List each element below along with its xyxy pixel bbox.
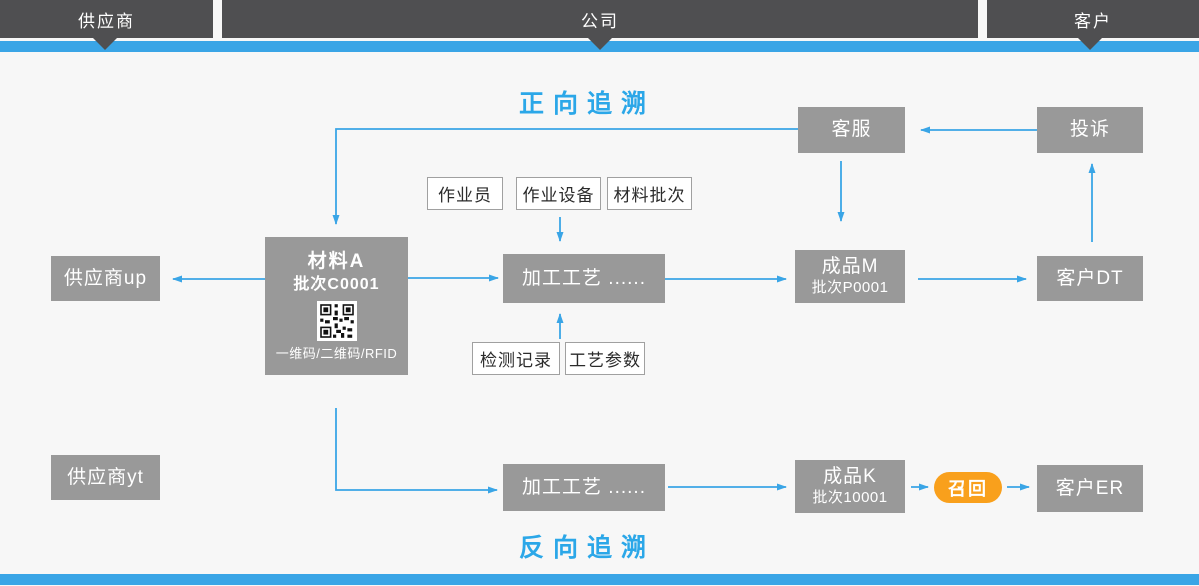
lane-header-company: 公司 <box>222 0 978 38</box>
forward-trace-title: 正向追溯 <box>519 90 656 118</box>
process-top-label: 加工工艺 ...... <box>522 267 646 289</box>
material-a-node: 材料A 批次C0001 一维码/二维码/RFID <box>265 237 408 375</box>
tag-process-params: 工艺参数 <box>565 342 645 375</box>
lane-header-customer-label: 客户 <box>1074 11 1112 31</box>
product-k-title: 成品K <box>823 466 877 488</box>
lane-header-supplier-label: 供应商 <box>78 11 135 31</box>
material-a-title: 材料A <box>307 250 366 272</box>
backward-trace-title: 反向追溯 <box>519 534 656 562</box>
customer-service-node: 客服 <box>798 107 905 153</box>
lane-header-company-label: 公司 <box>581 11 619 31</box>
customer-dt-node: 客户DT <box>1037 256 1143 301</box>
process-top-node: 加工工艺 ...... <box>503 254 665 303</box>
customer-pointer-triangle <box>1078 38 1102 50</box>
customer-er-label: 客户ER <box>1055 477 1125 499</box>
lane-header-customer: 客户 <box>987 0 1199 38</box>
tag-operator: 作业员 <box>427 177 503 210</box>
bottom-accent-bar <box>0 574 1199 585</box>
supplier-yt-node: 供应商yt <box>51 455 160 500</box>
product-m-batch: 批次P0001 <box>811 279 889 296</box>
product-m-title: 成品M <box>821 256 879 278</box>
tag-inspection: 检测记录 <box>472 342 560 375</box>
supplier-yt-label: 供应商yt <box>67 466 144 488</box>
tag-equipment: 作业设备 <box>516 177 601 210</box>
company-pointer-triangle <box>588 38 612 50</box>
recall-badge: 召回 <box>934 472 1002 503</box>
tag-material-batch-label: 材料批次 <box>613 186 686 205</box>
lane-header-supplier: 供应商 <box>0 0 213 38</box>
process-bottom-label: 加工工艺 ...... <box>522 476 646 498</box>
tag-material-batch: 材料批次 <box>607 177 692 210</box>
supplier-pointer-triangle <box>93 38 117 50</box>
product-m-node: 成品M 批次P0001 <box>795 250 905 303</box>
tag-inspection-label: 检测记录 <box>480 351 552 370</box>
product-k-node: 成品K 批次10001 <box>795 460 905 513</box>
supplier-up-label: 供应商up <box>63 267 148 289</box>
supplier-up-node: 供应商up <box>51 256 160 301</box>
process-bottom-node: 加工工艺 ...... <box>503 464 665 511</box>
tag-equipment-label: 作业设备 <box>522 186 595 205</box>
product-k-batch: 批次10001 <box>812 489 888 506</box>
material-a-codes: 一维码/二维码/RFID <box>275 346 398 362</box>
customer-er-node: 客户ER <box>1037 465 1143 512</box>
qr-code-icon <box>316 301 357 342</box>
customer-service-label: 客服 <box>831 119 872 141</box>
customer-dt-label: 客户DT <box>1056 267 1124 289</box>
complaint-label: 投诉 <box>1069 119 1110 141</box>
tag-process-params-label: 工艺参数 <box>569 351 641 370</box>
recall-label: 召回 <box>948 478 988 499</box>
material-a-batch: 批次C0001 <box>293 276 380 294</box>
tag-operator-label: 作业员 <box>438 186 492 205</box>
complaint-node: 投诉 <box>1037 107 1143 153</box>
